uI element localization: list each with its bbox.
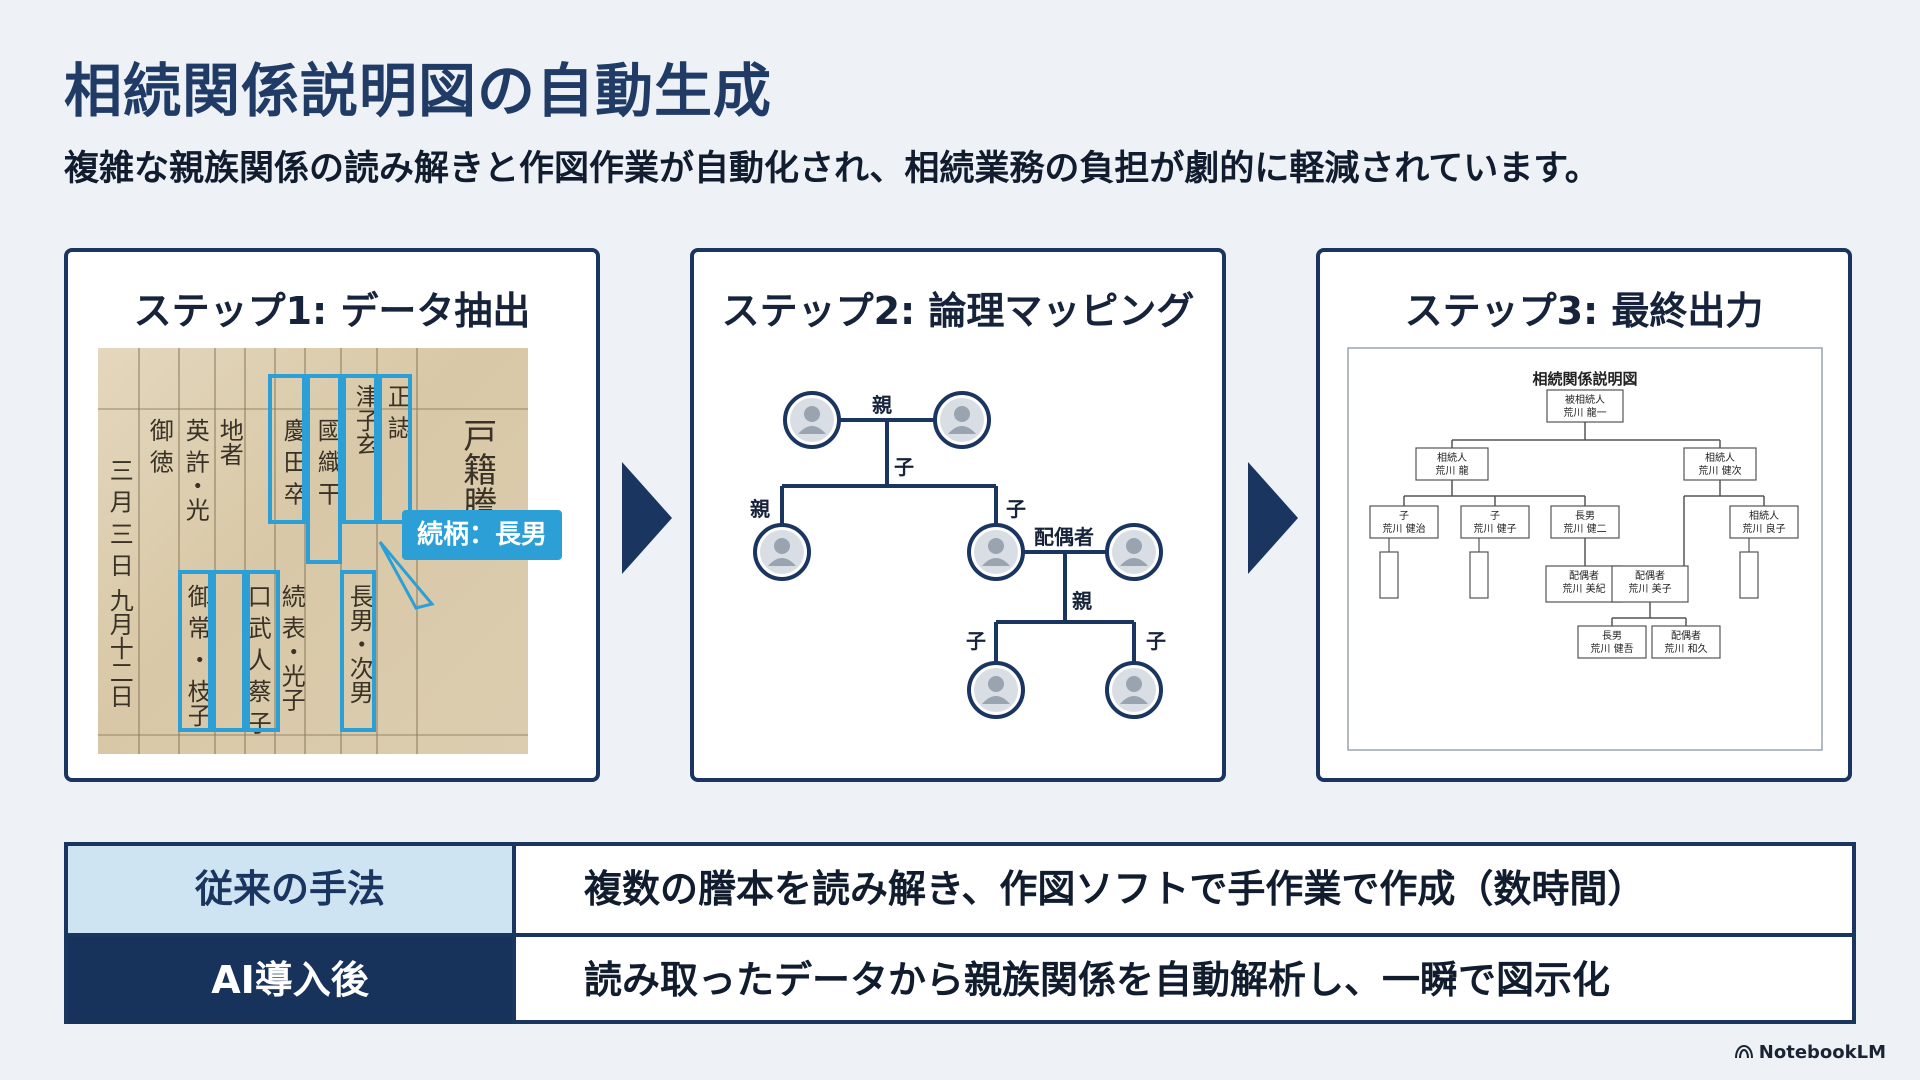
step2-panel: ステップ2: 論理マッピング bbox=[690, 248, 1226, 782]
step2-title: ステップ2: 論理マッピング bbox=[721, 289, 1195, 333]
chart-node bbox=[1460, 505, 1530, 539]
chart-node-role: 配偶者 bbox=[1569, 569, 1599, 582]
chart-detail-box bbox=[1469, 551, 1489, 599]
chart-node bbox=[1546, 389, 1624, 423]
child-label: 子 bbox=[966, 629, 986, 653]
page-title: 相続関係説明図の自動生成 bbox=[64, 57, 773, 125]
row-value-traditional: 複数の謄本を読み解き、作図ソフトで手作業で作成（数時間） bbox=[584, 867, 1646, 911]
chart-node-role: 子 bbox=[1490, 510, 1500, 522]
chart-node-name: 荒川 和久 bbox=[1664, 643, 1707, 655]
person-icon bbox=[933, 391, 991, 449]
doc-col: 正 誌 bbox=[383, 384, 412, 440]
doc-col: 國 織 干 bbox=[313, 418, 342, 506]
row-label-ai: AI導入後 bbox=[68, 937, 516, 1024]
family-mapping-diagram: 親 子 親 子 配偶者 親 子 子 bbox=[750, 391, 1166, 719]
row-label-traditional: 従来の手法 bbox=[68, 846, 516, 933]
table-row: AI導入後 読み取ったデータから親族関係を自動解析し、一瞬で図示化 bbox=[68, 937, 1852, 1024]
doc-col: 英 許・光 bbox=[181, 418, 210, 522]
chart-node-name: 荒川 健次 bbox=[1698, 464, 1741, 477]
chart-node-role: 相続人 bbox=[1749, 509, 1779, 522]
person-icon bbox=[967, 523, 1025, 581]
relationship-callout: 続柄：長男 bbox=[402, 510, 562, 560]
chart-node bbox=[1369, 505, 1439, 539]
step1-title: ステップ1: データ抽出 bbox=[133, 289, 531, 333]
row-value-ai: 読み取ったデータから親族関係を自動解析し、一瞬で図示化 bbox=[584, 958, 1611, 1002]
notebooklm-logo: NotebookLM bbox=[1734, 1042, 1886, 1063]
chart-node-name: 荒川 美子 bbox=[1628, 582, 1671, 595]
chart-node-name: 荒川 健二 bbox=[1563, 523, 1606, 535]
person-icon bbox=[783, 391, 841, 449]
step3-title: ステップ3: 最終出力 bbox=[1404, 289, 1764, 333]
doc-col: 御 徳 bbox=[145, 418, 174, 474]
chart-detail-box bbox=[1379, 551, 1399, 599]
doc-col: 長男・次男 bbox=[345, 584, 374, 704]
arrow-right-icon bbox=[1248, 462, 1298, 574]
chart-node-role: 相続人 bbox=[1437, 451, 1467, 464]
doc-col: 続 表・光子 bbox=[277, 584, 306, 712]
chart-title: 相続関係説明図 bbox=[1532, 370, 1637, 388]
spouse-label: 配偶者 bbox=[1034, 525, 1094, 549]
chart-node bbox=[1729, 505, 1799, 539]
table-row: 従来の手法 複数の謄本を読み解き、作図ソフトで手作業で作成（数時間） bbox=[68, 846, 1852, 937]
chart-node-name: 荒川 龍 bbox=[1435, 464, 1468, 477]
chart-node-name: 荒川 良子 bbox=[1742, 522, 1785, 535]
parent-label: 親 bbox=[872, 393, 892, 417]
chart-node-role: 被相続人 bbox=[1565, 393, 1605, 406]
arrow-right-icon bbox=[622, 462, 672, 574]
chart-node bbox=[1415, 447, 1489, 481]
person-icon bbox=[1105, 523, 1163, 581]
chart-node-name: 荒川 健治 bbox=[1382, 522, 1425, 535]
chart-detail-box bbox=[1739, 551, 1759, 599]
doc-col: 三 月 三 日 bbox=[105, 458, 134, 577]
chart-node bbox=[1550, 505, 1620, 539]
person-icon bbox=[1105, 661, 1163, 719]
doc-col: 地者 bbox=[215, 418, 244, 466]
chart-node bbox=[1651, 625, 1721, 659]
chart-node bbox=[1683, 447, 1757, 481]
chart-node-role: 配偶者 bbox=[1635, 569, 1665, 582]
footer-text: NotebookLM bbox=[1758, 1042, 1886, 1063]
callout-pointer bbox=[378, 541, 435, 610]
parent-label: 親 bbox=[750, 497, 770, 521]
chart-node-role: 長男 bbox=[1602, 630, 1622, 642]
chart-node bbox=[1611, 565, 1689, 603]
parent-label: 親 bbox=[1072, 589, 1092, 613]
page-subtitle: 複雑な親族関係の読み解きと作図作業が自動化され、相続業務の負担が劇的に軽減されて… bbox=[64, 149, 1600, 189]
chart-node-name: 荒川 美紀 bbox=[1562, 582, 1605, 595]
chart-node bbox=[1577, 625, 1647, 659]
person-icon bbox=[753, 523, 811, 581]
chart-node-name: 荒川 健吾 bbox=[1590, 643, 1633, 655]
doc-col: 御 常 ・ 枝子 bbox=[183, 584, 212, 727]
chart-node-role: 子 bbox=[1399, 510, 1409, 522]
chart-node-role: 相続人 bbox=[1705, 451, 1735, 464]
doc-col: 九月十二日 bbox=[105, 588, 134, 708]
person-icon bbox=[967, 661, 1025, 719]
child-label: 子 bbox=[1146, 629, 1166, 653]
child-label: 子 bbox=[894, 455, 914, 479]
chart-node-name: 荒川 龍一 bbox=[1563, 406, 1606, 419]
chart-node-role: 配偶者 bbox=[1671, 629, 1701, 642]
step3-panel: ステップ3: 最終出力 相続関係説明図 被相続人荒川 龍一相続人荒川 龍相続人荒… bbox=[1316, 248, 1852, 782]
step1-panel: ステップ1: データ抽出 戸籍謄本 正 誌 津子玄 國 織 干 慶 田 卒 地者… bbox=[64, 248, 600, 782]
notebooklm-icon bbox=[1734, 1045, 1753, 1059]
chart-node-name: 荒川 健子 bbox=[1473, 523, 1516, 535]
child-label: 子 bbox=[1006, 497, 1026, 521]
comparison-table: 従来の手法 複数の謄本を読み解き、作図ソフトで手作業で作成（数時間） AI導入後… bbox=[64, 842, 1856, 1024]
chart-node-role: 長男 bbox=[1575, 510, 1595, 522]
